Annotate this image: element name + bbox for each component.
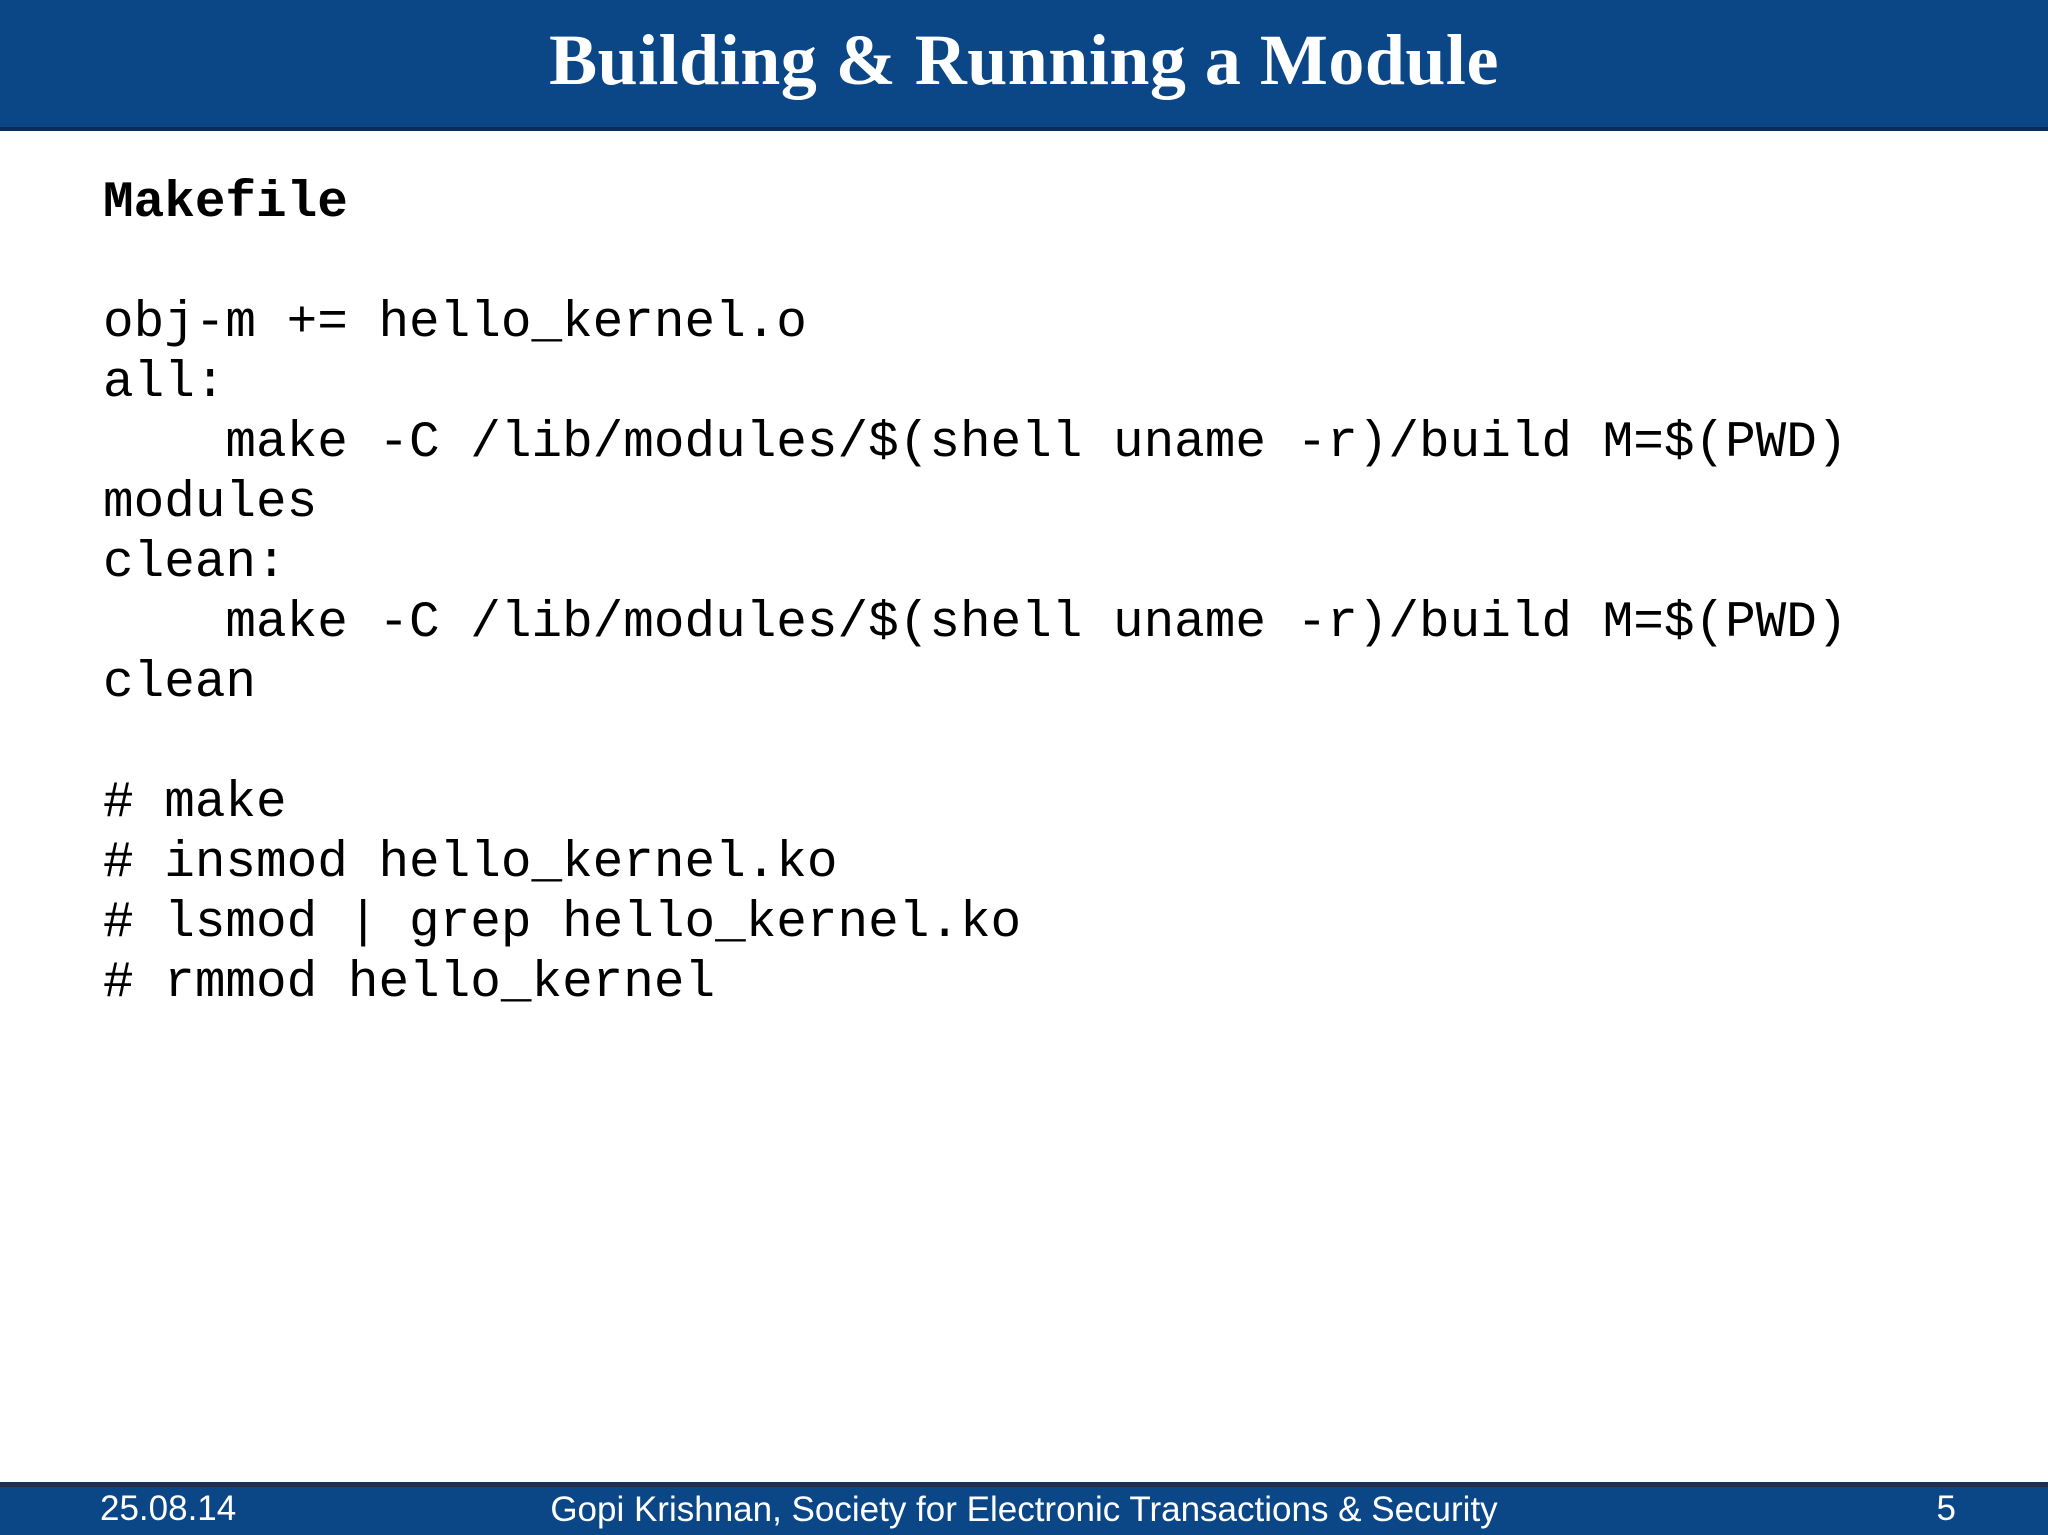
code-line: all:: [103, 355, 226, 412]
footer-bar: 25.08.14 Gopi Krishnan, Society for Elec…: [0, 1482, 2048, 1535]
code-line: make -C /lib/modules/$(shell uname -r)/b…: [103, 415, 1848, 472]
footer-date: 25.08.14: [100, 1489, 237, 1528]
code-line: # lsmod | grep hello_kernel.ko: [103, 895, 1022, 952]
slide-title: Building & Running a Module: [549, 20, 1499, 100]
code-line: modules: [103, 475, 318, 532]
footer-credit: Gopi Krishnan, Society for Electronic Tr…: [550, 1490, 1498, 1529]
title-banner: Building & Running a Module: [0, 0, 2048, 131]
footer-page-number: 5: [1936, 1489, 1956, 1528]
code-line: [103, 714, 2008, 774]
code-line: # insmod hello_kernel.ko: [103, 835, 838, 892]
code-line: make -C /lib/modules/$(shell uname -r)/b…: [103, 595, 1848, 652]
code-line: # rmmod hello_kernel: [103, 955, 716, 1012]
code-line: Makefile: [103, 175, 348, 232]
code-line: obj-m += hello_kernel.o: [103, 295, 807, 352]
code-line: clean: [103, 655, 257, 712]
code-line: [103, 234, 2008, 294]
code-line: # make: [103, 775, 287, 832]
code-line: clean:: [103, 535, 287, 592]
